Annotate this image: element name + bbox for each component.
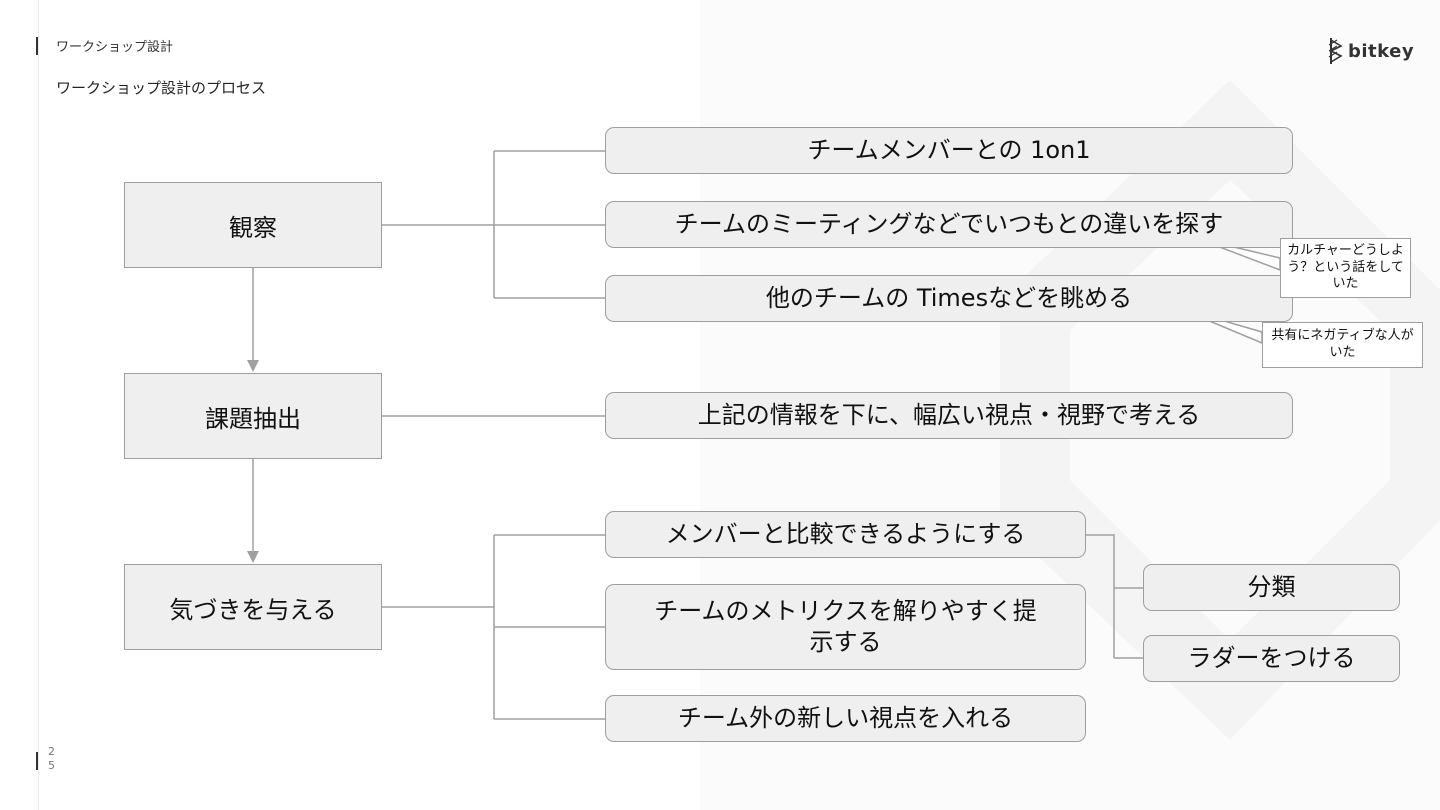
brand-logo: bitkey [1328,36,1414,66]
aware-item-compare: メンバーと比較できるようにする [605,511,1086,558]
section-title: ワークショップ設計 [56,40,174,55]
extract-item: 上記の情報を下に、幅広い視点・視野で考える [605,392,1293,439]
connector-observe [382,150,606,299]
bitkey-logo-icon [1328,38,1343,64]
observe-item-meeting: チームのミーティングなどでいつもとの違いを探す [605,201,1293,248]
stage-aware: 気づきを与える [124,564,382,650]
page-number-bar [36,752,38,770]
connector-aware [382,534,606,720]
note-culture: カルチャーどうしよう？という話をしていた [1280,238,1411,298]
observe-item-times: 他のチームの Timesなどを眺める [605,275,1293,322]
compare-subitem-ladder: ラダーをつける [1143,635,1400,682]
logo-text: bitkey [1348,40,1415,62]
page-number: 25 [48,745,55,772]
stage-extract: 課題抽出 [124,373,382,459]
left-margin-rule [38,0,39,810]
stage-observe: 観察 [124,182,382,268]
page-title: ワークショップ設計のプロセス [56,79,267,97]
note-negative: 共有にネガティブな人がいた [1262,322,1423,368]
observe-item-1on1: チームメンバーとの 1on1 [605,127,1293,174]
aware-item-metrics: チームのメトリクスを解りやすく提示する [605,584,1086,670]
aware-item-outside-view: チーム外の新しい視点を入れる [605,695,1086,742]
header-accent-bar [36,37,38,55]
compare-subitem-classify: 分類 [1143,564,1400,611]
connector-compare [1086,534,1143,659]
